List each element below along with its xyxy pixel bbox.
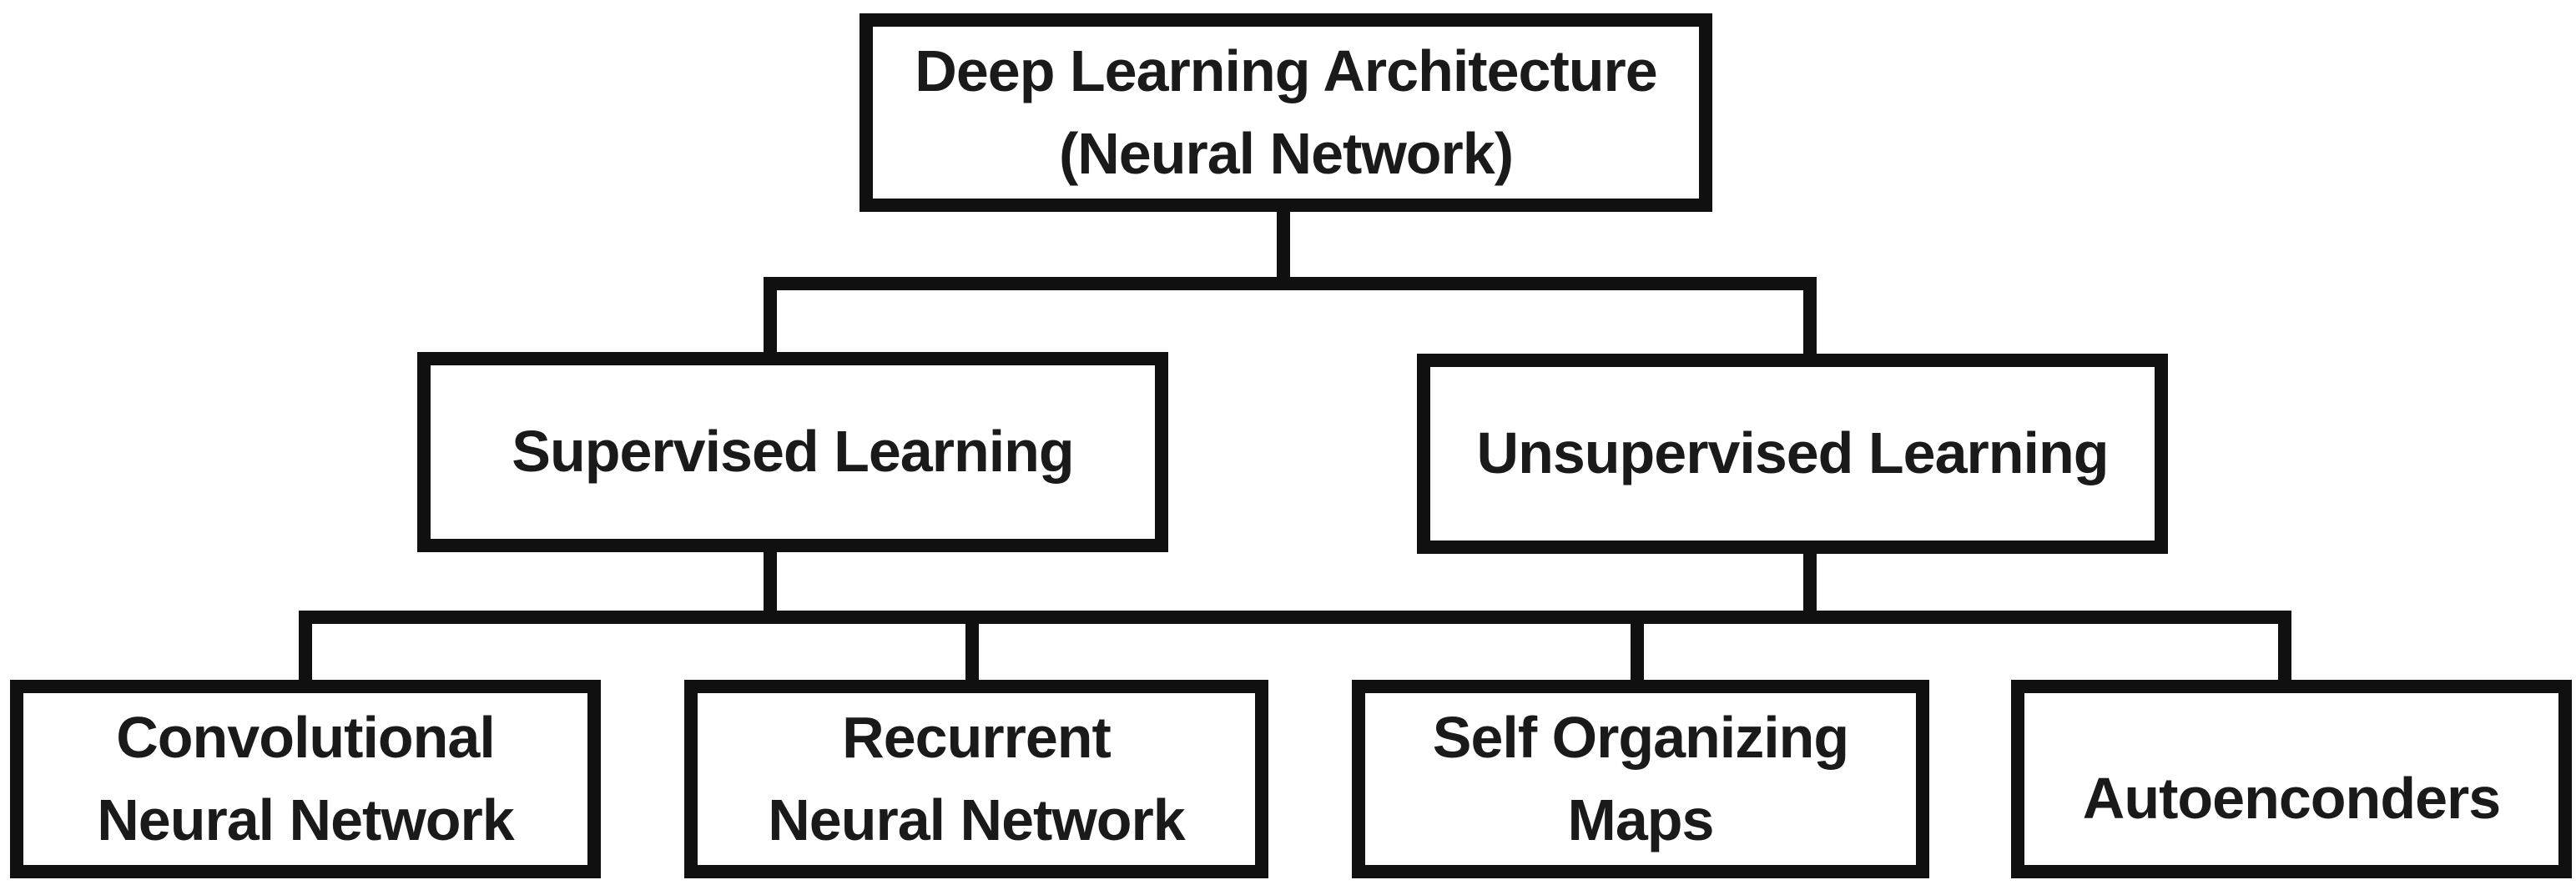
node-root-label-line1: Deep Learning Architecture bbox=[915, 38, 1657, 103]
node-som-label-line1: Self Organizing bbox=[1432, 704, 1849, 770]
node-autoencoders: Autoenconders bbox=[2011, 680, 2572, 878]
node-rnn-label-line1: Recurrent bbox=[842, 704, 1112, 770]
node-cnn-label-line2: Neural Network bbox=[97, 787, 514, 852]
node-supervised-learning: Supervised Learning bbox=[417, 352, 1168, 552]
node-unsupervised-learning: Unsupervised Learning bbox=[1417, 354, 2168, 554]
node-cnn-label-line1: Convolutional bbox=[116, 704, 496, 770]
node-recurrent-neural-network: Recurrent Neural Network bbox=[684, 680, 1268, 878]
node-self-organizing-maps: Self Organizing Maps bbox=[1352, 680, 1929, 878]
node-deep-learning-architecture: Deep Learning Architecture (Neural Netwo… bbox=[860, 13, 1712, 212]
node-som-label-line2: Maps bbox=[1567, 787, 1715, 852]
node-convolutional-neural-network: Convolutional Neural Network bbox=[10, 680, 601, 878]
node-root-label-line2: (Neural Network) bbox=[1058, 121, 1514, 186]
node-rnn-label-line2: Neural Network bbox=[768, 787, 1185, 852]
node-supervised-label: Supervised Learning bbox=[512, 419, 1074, 485]
node-unsupervised-label: Unsupervised Learning bbox=[1476, 420, 2110, 486]
node-autoencoders-label: Autoenconders bbox=[2082, 766, 2501, 832]
